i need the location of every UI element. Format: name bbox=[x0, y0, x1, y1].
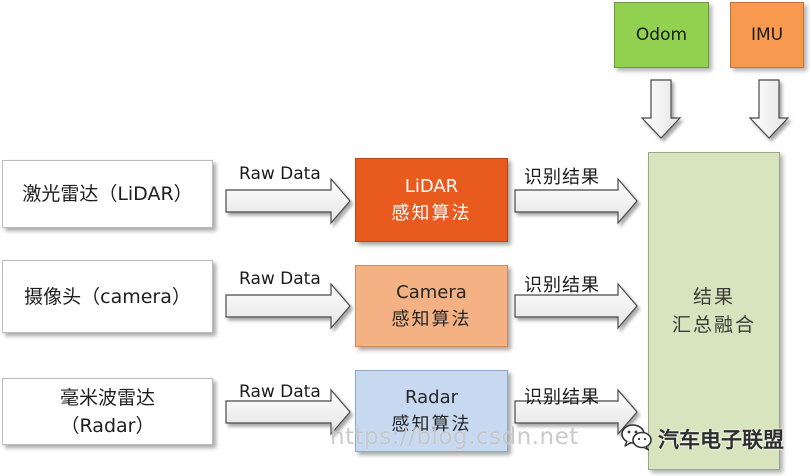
sensor-label-line-2: （Radar） bbox=[60, 414, 155, 437]
raw-data-label-camera: Raw Data bbox=[239, 269, 321, 289]
raw-data-arrow-lidar bbox=[225, 177, 351, 225]
algorithm-name: LiDAR bbox=[404, 176, 459, 197]
fusion-title: 结果 bbox=[692, 286, 735, 308]
raw-data-label-radar: Raw Data bbox=[239, 382, 321, 402]
result-label-camera: 识别结果 bbox=[524, 275, 600, 296]
watermark-brand: 汽车电子联盟 bbox=[658, 428, 784, 452]
algorithm-subtitle: 感知算法 bbox=[391, 414, 472, 435]
sensor-box-radar: 毫米波雷达 （Radar） bbox=[2, 378, 213, 445]
imu-label: IMU bbox=[750, 25, 784, 45]
odom-label: Odom bbox=[635, 25, 688, 45]
sensor-box-lidar: 激光雷达（LiDAR） bbox=[2, 160, 213, 228]
result-arrow-lidar bbox=[514, 177, 638, 225]
raw-data-arrow-radar bbox=[225, 388, 351, 436]
fusion-subtitle: 汇总融合 bbox=[671, 314, 756, 336]
watermark-url: https://blog.csdn.net bbox=[330, 424, 579, 450]
imu-box: IMU bbox=[730, 2, 804, 68]
algorithm-subtitle: 感知算法 bbox=[391, 309, 472, 330]
odom-down-arrow bbox=[640, 79, 682, 139]
sensor-label: 激光雷达（LiDAR） bbox=[22, 183, 193, 205]
algorithm-name: Radar bbox=[405, 387, 458, 408]
fusion-box: 结果 汇总融合 bbox=[648, 152, 780, 470]
algorithm-box-radar: Radar 感知算法 bbox=[355, 370, 508, 452]
sensor-label-line-1: 毫米波雷达 bbox=[59, 386, 155, 409]
raw-data-label-lidar: Raw Data bbox=[239, 164, 321, 184]
sensor-label: 摄像头（camera） bbox=[24, 285, 191, 308]
sensor-box-camera: 摄像头（camera） bbox=[2, 260, 213, 333]
result-label-radar: 识别结果 bbox=[524, 387, 600, 408]
algorithm-name: Camera bbox=[396, 282, 467, 303]
imu-down-arrow bbox=[748, 79, 790, 139]
algorithm-box-camera: Camera 感知算法 bbox=[355, 265, 508, 347]
algorithm-subtitle: 感知算法 bbox=[391, 203, 472, 224]
result-arrow-camera bbox=[514, 282, 638, 330]
raw-data-arrow-camera bbox=[225, 282, 351, 330]
result-label-lidar: 识别结果 bbox=[524, 167, 600, 188]
odom-box: Odom bbox=[614, 2, 709, 68]
algorithm-box-lidar: LiDAR 感知算法 bbox=[355, 158, 508, 242]
result-arrow-radar bbox=[514, 388, 638, 436]
wechat-icon bbox=[621, 424, 652, 451]
